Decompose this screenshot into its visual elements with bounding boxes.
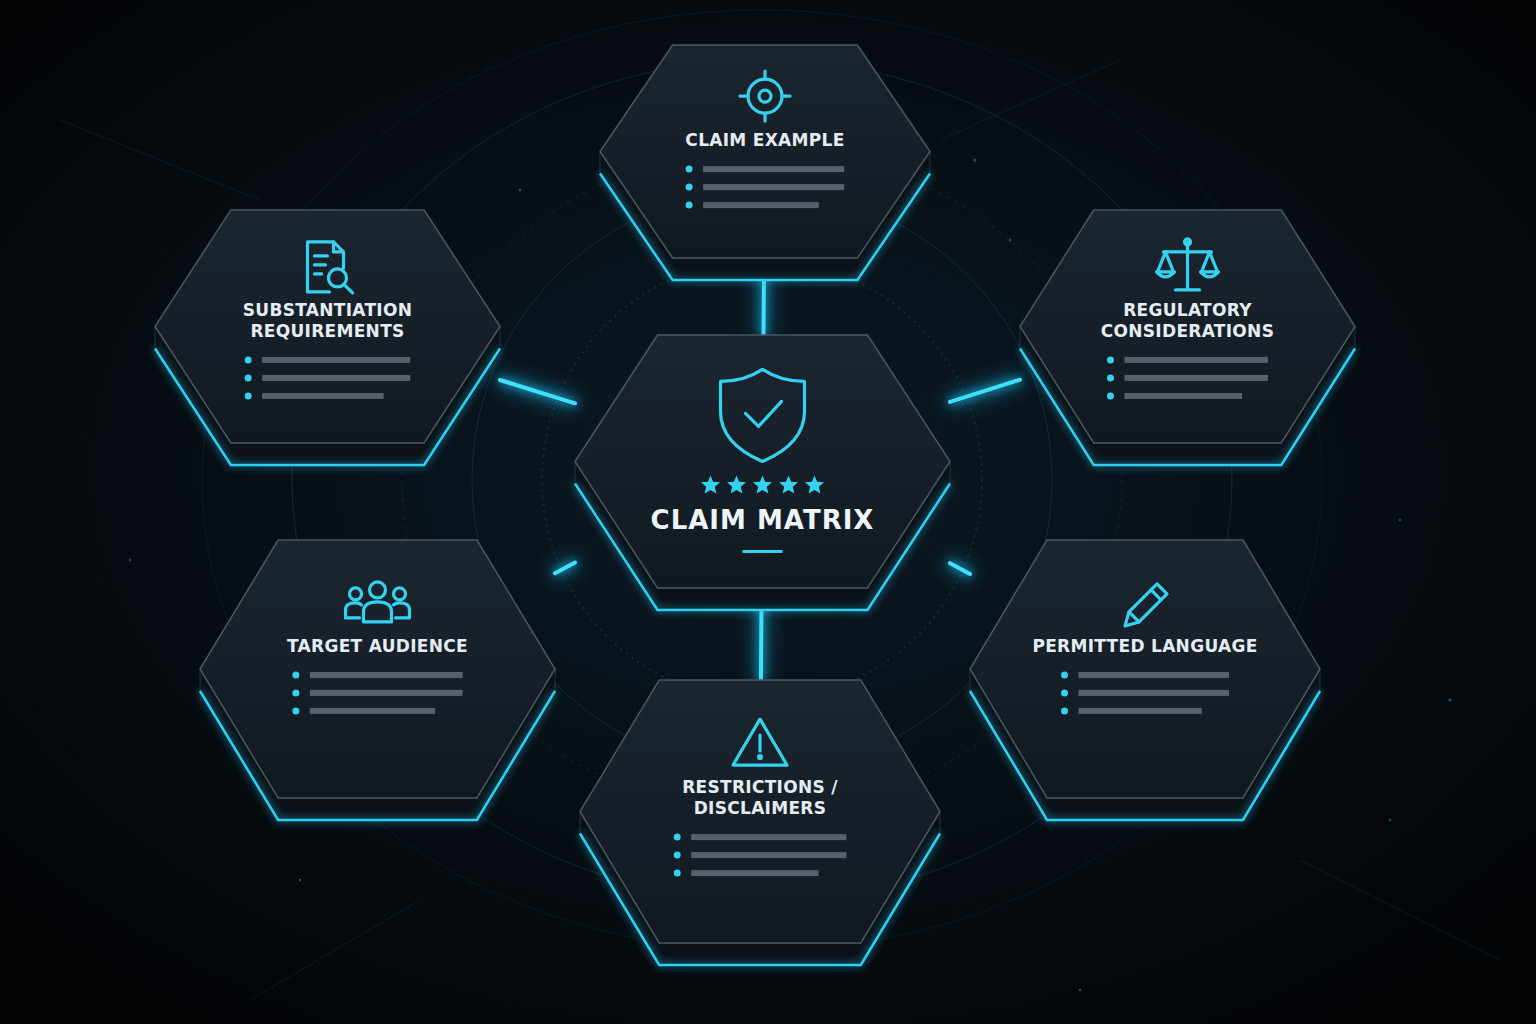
category-hexagon: SUBSTANTIATION REQUIREMENTS <box>155 210 500 465</box>
glow-connector <box>555 563 575 574</box>
category-hexagon: REGULATORY CONSIDERATIONS <box>1020 210 1355 465</box>
hexagon-title: TARGET AUDIENCE <box>250 636 506 657</box>
category-hexagon: TARGET AUDIENCE <box>200 540 555 820</box>
hexagon-title: PERMITTED LANGUAGE <box>1019 636 1271 657</box>
category-hexagon: PERMITTED LANGUAGE <box>970 540 1320 820</box>
hexagon-title: RESTRICTIONS / DISCLAIMERS <box>630 777 889 819</box>
hub-hexagon: CLAIM MATRIX <box>575 335 950 610</box>
hexagon-title: CLAIM EXAMPLE <box>646 130 884 151</box>
hexagon-title: CLAIM MATRIX <box>628 505 898 535</box>
hexagon-shape <box>575 335 950 610</box>
glow-connector <box>500 380 575 403</box>
glow-connector <box>950 563 970 574</box>
hexagon-shape <box>600 45 930 280</box>
category-hexagon: CLAIM EXAMPLE <box>600 45 930 280</box>
glow-connector <box>950 380 1020 402</box>
hexagon-shape <box>200 540 555 820</box>
category-hexagon: RESTRICTIONS / DISCLAIMERS <box>580 680 940 965</box>
hexagon-title: REGULATORY CONSIDERATIONS <box>1067 300 1308 342</box>
hexagon-title: SUBSTANTIATION REQUIREMENTS <box>203 300 451 342</box>
hexagon-shape <box>970 540 1320 820</box>
hexagon-shape <box>580 680 940 965</box>
